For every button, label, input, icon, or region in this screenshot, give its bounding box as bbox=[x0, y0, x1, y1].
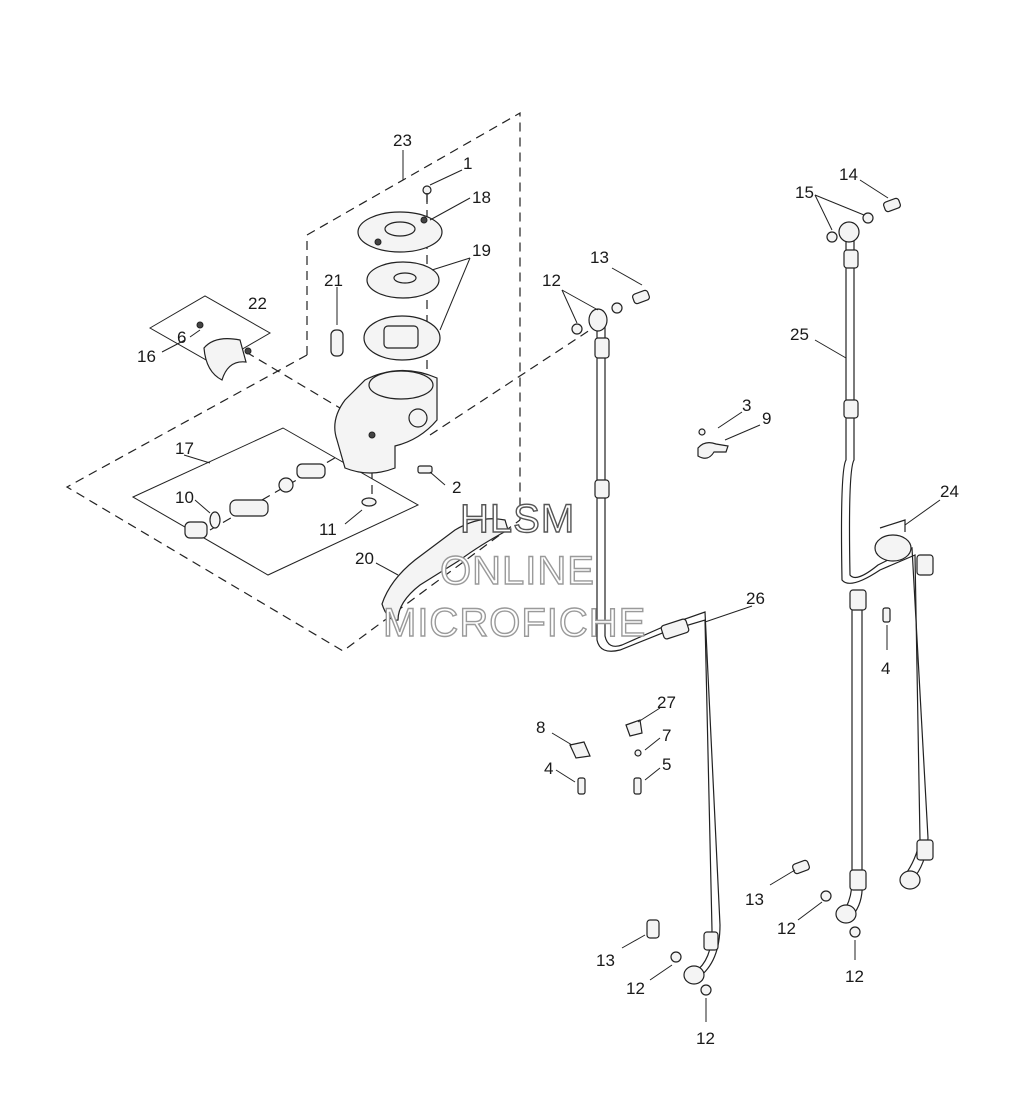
cover-screw-1 bbox=[422, 185, 432, 202]
callout-12: 12 bbox=[845, 967, 864, 986]
callout-12: 12 bbox=[542, 271, 561, 290]
watermark: HLSM ONLINE MICROFICHE bbox=[382, 496, 646, 645]
master-cylinder-body bbox=[334, 369, 438, 474]
pivot-pin-21 bbox=[330, 329, 344, 357]
callout-24: 24 bbox=[940, 482, 959, 501]
piston-kit-17 bbox=[184, 463, 326, 539]
callout-25: 25 bbox=[790, 325, 809, 344]
callout-5: 5 bbox=[662, 755, 671, 774]
callout-12: 12 bbox=[626, 979, 645, 998]
callout-13: 13 bbox=[590, 248, 609, 267]
callout-4: 4 bbox=[544, 759, 553, 778]
callout-26: 26 bbox=[746, 589, 765, 608]
callout-8: 8 bbox=[536, 718, 545, 737]
brake-line-25 bbox=[835, 221, 934, 924]
callout-19: 19 bbox=[472, 241, 491, 260]
diaphragm-19 bbox=[363, 315, 441, 361]
bleeder-screw-2 bbox=[417, 465, 433, 474]
callout-16: 16 bbox=[137, 347, 156, 366]
callout-9: 9 bbox=[762, 409, 771, 428]
leader-lines bbox=[161, 150, 941, 1022]
brake-line-26 bbox=[588, 308, 721, 985]
assembly-outline-23 bbox=[65, 111, 521, 652]
callout-15: 15 bbox=[795, 183, 814, 202]
callout-13: 13 bbox=[596, 951, 615, 970]
callout-2: 2 bbox=[452, 478, 461, 497]
callout-4: 4 bbox=[881, 659, 890, 678]
callout-7: 7 bbox=[662, 726, 671, 745]
callout-10: 10 bbox=[175, 488, 194, 507]
gasket-plate-19 bbox=[366, 261, 440, 299]
clamp-16 bbox=[203, 338, 247, 381]
callout-17: 17 bbox=[175, 439, 194, 458]
clamp-screws-6 bbox=[196, 321, 252, 355]
watermark-line3: MICROFICHE bbox=[383, 601, 646, 645]
o-ring-11 bbox=[361, 497, 377, 507]
callout-21: 21 bbox=[324, 271, 343, 290]
hardware bbox=[569, 197, 901, 996]
callout-12: 12 bbox=[777, 919, 796, 938]
callout-1: 1 bbox=[463, 154, 472, 173]
callout-18: 18 bbox=[472, 188, 491, 207]
callout-23: 23 bbox=[393, 131, 412, 150]
callout-6: 6 bbox=[177, 328, 186, 347]
callout-12: 12 bbox=[696, 1029, 715, 1048]
callout-13: 13 bbox=[745, 890, 764, 909]
callout-20: 20 bbox=[355, 549, 374, 568]
lever-20 bbox=[381, 518, 509, 621]
callout-11: 11 bbox=[319, 520, 337, 539]
callout-27: 27 bbox=[657, 693, 676, 712]
callout-22: 22 bbox=[248, 294, 267, 313]
kit-outline-17 bbox=[131, 427, 420, 576]
manifold-24 bbox=[874, 519, 912, 562]
reservoir-cover-18 bbox=[357, 211, 443, 253]
callout-3: 3 bbox=[742, 396, 751, 415]
callout-14: 14 bbox=[839, 165, 858, 184]
watermark-line2: ONLINE bbox=[440, 549, 595, 593]
watermark-line1: HLSM bbox=[460, 497, 575, 541]
kit-outline-22 bbox=[148, 295, 272, 366]
callout-labels: 23 1 18 19 21 22 6 16 17 10 11 2 20 12 1… bbox=[137, 131, 959, 1048]
